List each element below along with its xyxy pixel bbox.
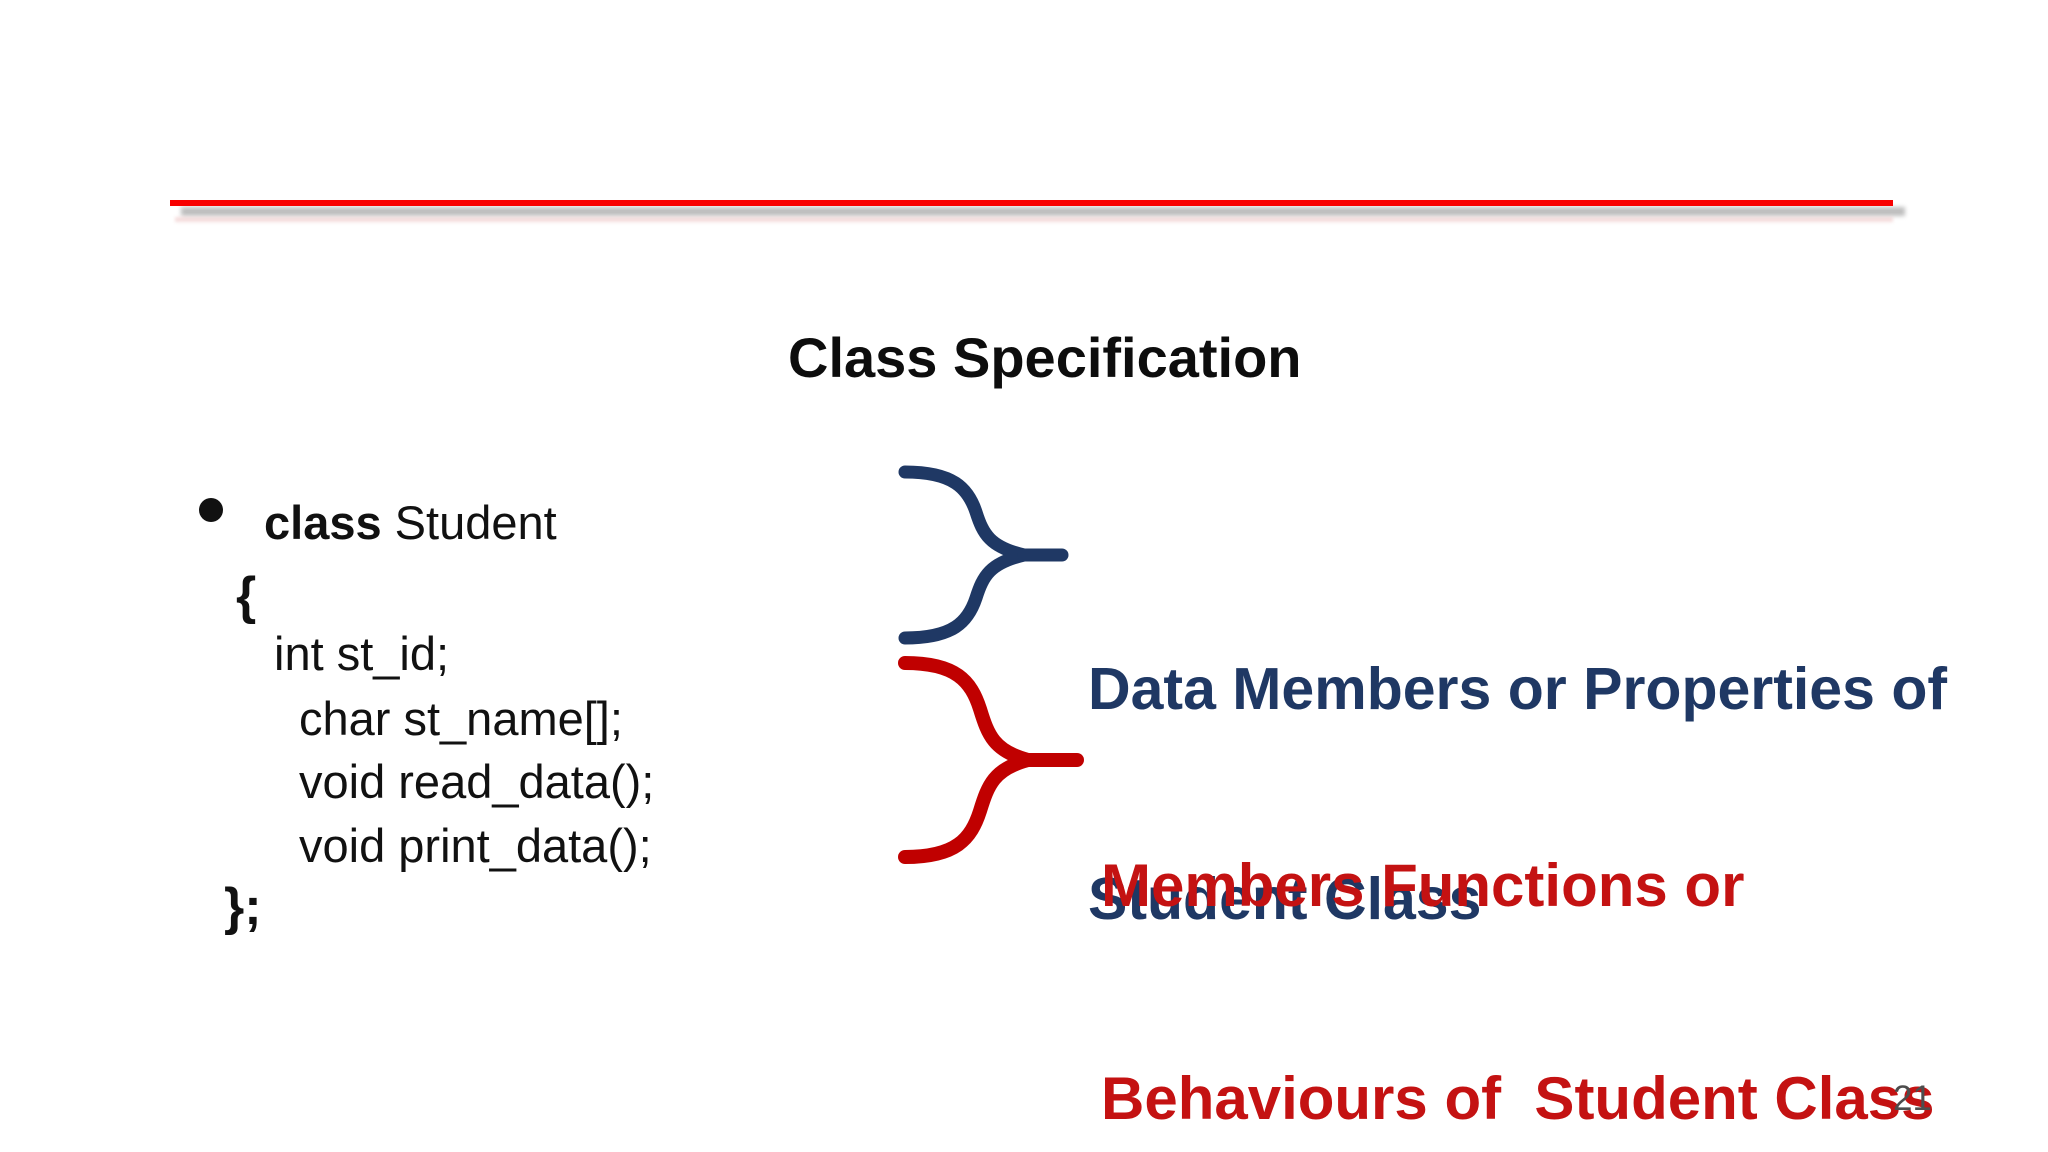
annotation-member-functions-line2: Behaviours of Student Class (1101, 1065, 1935, 1132)
page-number: 21 (1893, 1079, 1932, 1118)
bullet-icon (199, 498, 223, 522)
code-line-open-brace: { (236, 567, 257, 625)
red-brace-path (898, 656, 1035, 864)
code-keyword-class: class (264, 496, 382, 549)
code-line-member-read: void read_data(); (299, 755, 655, 808)
red-brace-icon (898, 656, 1084, 864)
code-line-class-declaration: class Student (264, 495, 557, 551)
annotation-data-members-line1: Data Members or Properties of (1088, 656, 1948, 722)
top-rule-reflection (175, 217, 1893, 222)
code-line-member-int: int st_id; (274, 627, 450, 680)
top-rule (170, 200, 1893, 206)
annotation-data-members-line2: Student Class (1088, 866, 1482, 932)
code-line-close-brace: }; (224, 878, 262, 936)
code-line-member-print: void print_data(); (299, 819, 652, 872)
navy-brace-path (898, 465, 1031, 645)
page-title: Class Specification (788, 326, 1302, 389)
annotation-member-functions: Members Functions or Behaviours of Stude… (1101, 708, 1935, 1152)
top-rule-shadow (181, 207, 1905, 216)
annotation-member-functions-line1: Members Functions or (1101, 852, 1745, 919)
code-class-name: Student (381, 496, 557, 549)
annotation-data-members: Data Members or Properties of Student Cl… (1088, 514, 1947, 1074)
navy-brace-icon (898, 465, 1069, 645)
code-line-member-char: char st_name[]; (299, 692, 623, 745)
